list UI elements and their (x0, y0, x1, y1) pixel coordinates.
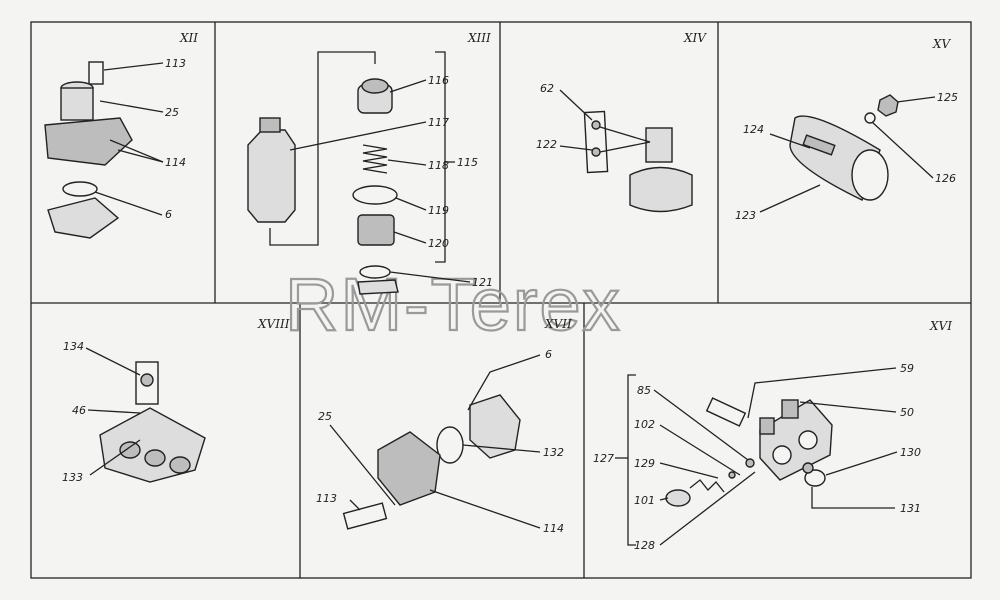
callout-label: 62 (540, 82, 554, 95)
panel-title: XII (179, 31, 198, 45)
part-plate (583, 110, 609, 174)
callout-label: 121 (472, 276, 493, 289)
panel-xiii: XIII 116 117 118 119 120 121 115 (247, 31, 493, 295)
callout-label: 113 (165, 57, 186, 70)
part-valve-body (629, 166, 693, 213)
callout-label: 117 (428, 116, 449, 129)
panel-xv: XV 125 124 126 123 (735, 37, 958, 222)
callout-label: 134 (63, 340, 84, 353)
callout-label: 125 (937, 91, 958, 104)
part-plug (781, 399, 799, 419)
callout-label: 123 (735, 209, 756, 222)
part-fitting (645, 127, 673, 163)
callout-label: 102 (634, 418, 655, 431)
part-seal-ring (804, 469, 826, 487)
part-nut (877, 94, 899, 117)
callout-label: 130 (900, 446, 921, 459)
callout-label: 46 (72, 404, 86, 417)
panel-title: XVIII (257, 317, 290, 331)
callout-label: 132 (543, 446, 564, 459)
part-plug (759, 417, 775, 435)
panel-title: XIV (683, 31, 707, 45)
panel-title: XV (932, 37, 952, 51)
callout-label: 120 (428, 237, 449, 250)
panel-xviii: XVIII 134 46 133 (62, 317, 290, 484)
callout-label: 126 (935, 172, 956, 185)
part-bracket (88, 61, 104, 85)
callout-label: 116 (428, 74, 449, 87)
part-housing (44, 117, 133, 166)
callout-label: 115 (457, 156, 478, 169)
panel-title: XVII (544, 317, 572, 331)
callout-label: 6 (545, 348, 552, 361)
part-seal-ring (359, 265, 391, 279)
part-manifold-base (99, 407, 206, 483)
callout-label: 25 (165, 106, 179, 119)
callout-label: 131 (900, 502, 921, 515)
part-washer (864, 112, 876, 124)
part-gasket (436, 426, 464, 464)
callout-label: 118 (428, 159, 449, 172)
callout-label: 59 (900, 362, 914, 375)
part-piston (665, 489, 691, 507)
panel-frame (30, 21, 972, 579)
part-gasket-ring (62, 181, 98, 197)
part-washer (352, 185, 398, 205)
callout-label: 119 (428, 204, 449, 217)
callout-label: 25 (318, 410, 332, 423)
callout-label: 85 (637, 384, 651, 397)
callout-label: 50 (900, 406, 914, 419)
panel-title: XVI (929, 319, 952, 333)
callout-label: 129 (634, 457, 655, 470)
part-filter-body (247, 129, 296, 223)
callout-label: 6 (165, 208, 172, 221)
callout-label: 122 (536, 138, 557, 151)
part-housing (377, 431, 441, 506)
part-spring (362, 144, 388, 174)
callout-label: 114 (543, 522, 564, 535)
callout-label: 101 (634, 494, 655, 507)
part-clamp-bolt (802, 134, 836, 156)
callout-label: 114 (165, 156, 186, 169)
panel-xii: XII 113 25 114 6 (44, 31, 198, 239)
callout-label: 133 (62, 471, 83, 484)
callout-label: 113 (316, 492, 337, 505)
panel-title: XIII (467, 31, 491, 45)
part-spring (689, 479, 725, 493)
part-filter-nut (259, 117, 281, 133)
watermark: RM-Terex (285, 263, 622, 346)
part-valve-seat (357, 214, 395, 246)
callout-label: 127 (593, 452, 614, 465)
part-cylinder (60, 87, 94, 121)
callout-label: 124 (743, 123, 764, 136)
panel-xvi: XVI 59 85 50 102 127 129 130 101 (593, 319, 952, 552)
callout-label: 128 (634, 539, 655, 552)
panel-xvii: XVII 6 25 132 113 114 (316, 317, 572, 535)
part-label-plate (705, 397, 747, 427)
panel-xiv: XIV 62 122 (536, 31, 707, 213)
part-screw-plate (342, 502, 388, 530)
part-flange (47, 197, 120, 239)
